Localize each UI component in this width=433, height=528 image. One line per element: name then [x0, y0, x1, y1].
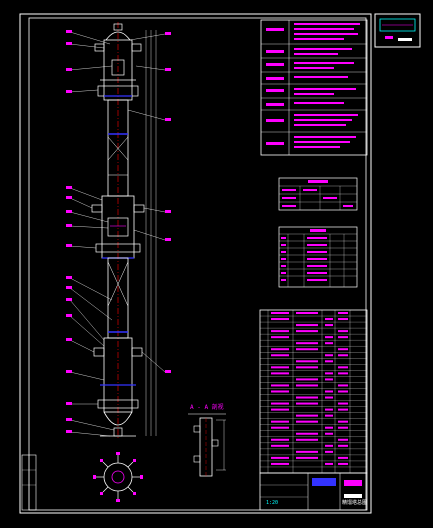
- technical-requirements-table: [260, 19, 368, 156]
- vessel-elevation-drawing: [66, 22, 171, 440]
- outer-frame: [19, 13, 372, 514]
- detail-view-label: A - A 剖视: [190, 404, 224, 411]
- inner-frame: [28, 17, 367, 511]
- thumbnail-view[interactable]: [374, 13, 421, 48]
- drawing-scale: 1:20: [266, 500, 279, 506]
- nozzle-orientation-plan: [93, 452, 143, 502]
- parts-list-table: [259, 309, 368, 474]
- detail-view-a-a: [188, 413, 226, 477]
- drawing-name: 精馏塔总图: [342, 500, 368, 506]
- revision-block: [21, 454, 37, 511]
- design-data-table: [278, 177, 358, 211]
- nozzle-table: [278, 226, 358, 288]
- title-block: [259, 472, 368, 511]
